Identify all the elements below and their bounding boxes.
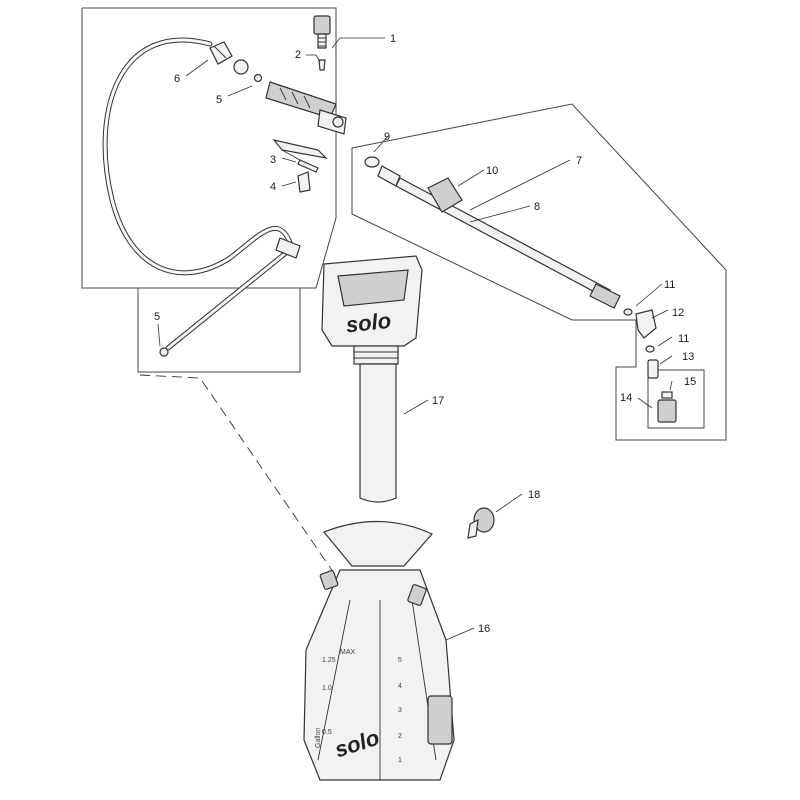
callout-13: 13 [682,351,694,363]
gallon-label: Gallon [315,728,322,748]
lance-end-sleeve [589,283,621,309]
gallon-0-5: 0.5 [322,729,332,736]
callout-4: 4 [270,181,276,193]
pressure-valve-part-18 [467,507,495,539]
left-box-lower [81,8,301,373]
liter-3: 3 [398,707,402,714]
callout-8: 8 [534,201,540,213]
seal-part-11-upper [623,308,633,316]
callout-1: 1 [390,33,396,45]
valve-handle-part-1 [265,15,347,135]
pump-handle: solo [321,255,423,503]
tank: MAX 5 4 3 2 1 Gallon 1.25 1.0 0.5 solo [303,520,455,781]
callout-10: 10 [486,165,498,177]
left-box [82,7,337,289]
lance-tube-part-8 [395,177,611,299]
callout-18: 18 [528,489,540,501]
callout-16: 16 [478,623,490,635]
elbow-part-12 [635,309,657,339]
callout-9: 9 [384,131,390,143]
callout-17: 17 [432,395,444,407]
lance-nut-part-10 [427,177,463,213]
callout-11-lower: 11 [678,333,689,345]
nut-part-5-upper [233,59,263,83]
lance-group-frame [351,103,727,441]
callout-12: 12 [672,307,684,319]
nozzle-part-14 [657,391,677,423]
lance-fitting [377,165,401,187]
hose-nut-part-6 [209,41,233,65]
clip-part-4 [297,171,311,193]
nozzle-subgroup-frame [647,369,705,429]
assembly-dashed-line [139,374,341,583]
gallon-1-25: 1.25 [322,657,336,664]
liter-1: 1 [398,757,402,764]
callout-labels: 1 2 3 4 5 5 6 7 8 9 10 11 12 11 13 15 14… [154,33,696,635]
liter-2: 2 [398,733,402,740]
callout-7: 7 [576,155,582,167]
o-ring-part-9 [364,156,380,168]
callout-6: 6 [174,73,180,85]
callout-14: 14 [620,392,632,404]
leader-lines [157,37,673,641]
callout-3: 3 [270,154,276,166]
gallon-1-0: 1.0 [322,685,332,692]
callout-11-upper: 11 [664,279,675,291]
callout-2: 2 [295,49,301,61]
callout-5-lower: 5 [154,311,160,323]
filter-part-13 [647,359,659,379]
liter-5: 5 [398,657,402,664]
seal-part-5-lower [159,347,169,357]
liter-4: 4 [398,683,402,690]
trigger-part-3 [272,139,328,173]
handle-logo: solo [345,308,393,338]
tank-max-label: MAX [340,649,356,656]
callout-5-upper: 5 [216,94,222,106]
hose-coupling [275,237,301,259]
callout-15: 15 [684,376,696,388]
hose [102,37,295,351]
seal-part-11-lower [645,345,655,353]
